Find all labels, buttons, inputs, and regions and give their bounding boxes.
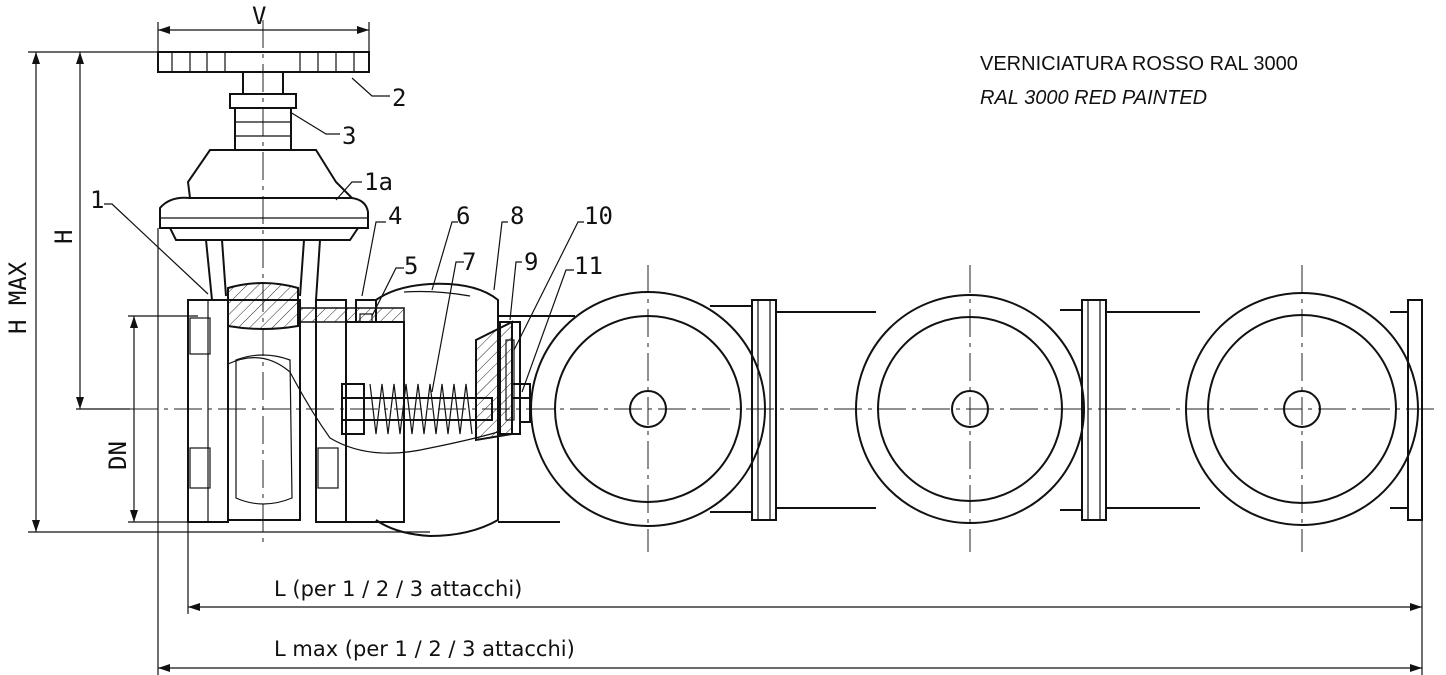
manifold-tube-1 <box>710 299 876 521</box>
dim-dn-label: DN <box>104 441 132 470</box>
callout-6: 6 <box>456 202 470 230</box>
callout-9: 9 <box>524 248 538 276</box>
callout-5: 5 <box>404 252 418 280</box>
check-valve <box>341 320 531 442</box>
callout-7: 7 <box>462 248 476 276</box>
bonnet <box>159 149 369 241</box>
paint-notes: VERNICIATURA ROSSO RAL 3000 RAL 3000 RED… <box>980 53 1298 109</box>
dim-l-max-label: L max (per 1 / 2 / 3 attacchi) <box>274 637 575 661</box>
outlet-flange-1 <box>530 291 766 527</box>
callout-2: 2 <box>392 84 406 112</box>
callout-4: 4 <box>388 202 402 230</box>
outlet-flange-2 <box>855 294 1085 524</box>
dimension-lines <box>28 22 1423 675</box>
callout-labels: 1 1a 2 3 4 5 6 7 8 9 10 11 <box>90 84 613 280</box>
leader-lines <box>104 77 584 393</box>
callout-1: 1 <box>90 186 104 214</box>
callout-10: 10 <box>584 202 613 230</box>
dim-l-label: L (per 1 / 2 / 3 attacchi) <box>274 577 522 601</box>
manifold-tube-2 <box>1060 299 1200 521</box>
dim-h-label: H <box>50 230 78 244</box>
callout-11: 11 <box>574 252 603 280</box>
paint-note-english: RAL 3000 RED PAINTED <box>980 87 1207 109</box>
center-lines <box>130 20 1440 552</box>
outlet-flange-3 <box>1185 292 1419 526</box>
end-flange <box>1390 299 1423 521</box>
callout-3: 3 <box>342 122 356 150</box>
callout-1a: 1a <box>364 168 393 196</box>
dim-h-max-label: H MAX <box>4 261 32 334</box>
stem-nut <box>229 93 297 151</box>
paint-note-italian: VERNICIATURA ROSSO RAL 3000 <box>980 53 1298 75</box>
valve-body <box>187 239 347 523</box>
callout-8: 8 <box>510 202 524 230</box>
dimension-labels: V H MAX H DN L (per 1 / 2 / 3 attacchi) … <box>4 2 575 661</box>
dim-v-label: V <box>252 2 266 30</box>
